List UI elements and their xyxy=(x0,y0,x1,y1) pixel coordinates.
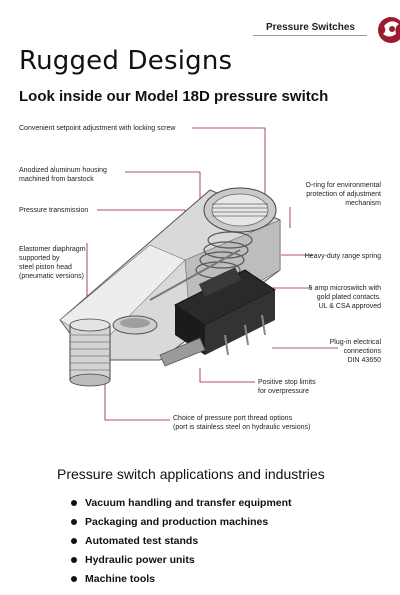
page-subtitle: Look inside our Model 18D pressure switc… xyxy=(19,88,329,105)
callout-housing: Anodized aluminum housing machined from … xyxy=(19,167,107,183)
brand-logo-icon xyxy=(378,17,400,43)
adjustment-cap xyxy=(203,187,277,233)
microswitch xyxy=(174,267,276,355)
callout-transmission: Pressure transmission xyxy=(19,207,89,214)
plug-pins xyxy=(224,314,266,356)
list-item: Automated test stands xyxy=(71,534,292,553)
callout-oring: O-ring for environmental protection of a… xyxy=(305,182,381,207)
callout-plug: Plug-in electrical connections DIN 43650 xyxy=(329,339,381,364)
callout-positive-stop: Positive stop limits for overpressure xyxy=(258,379,316,395)
page-title: Rugged Designs xyxy=(19,46,233,76)
overpressure-stop xyxy=(159,337,206,367)
pressure-port xyxy=(69,318,111,387)
callout-spring: Heavy-duty range spring xyxy=(304,253,381,260)
page-header xyxy=(0,17,372,36)
list-item: Machine tools xyxy=(71,572,292,591)
applications-list: Vacuum handling and transfer equipment P… xyxy=(71,496,292,591)
callout-diaphragm: Elastomer diaphragm supported by steel p… xyxy=(19,246,86,280)
list-item: Packaging and production machines xyxy=(71,515,292,534)
piston-assembly xyxy=(112,249,241,335)
section-label: Pressure Switches xyxy=(266,22,355,33)
callout-thread-options: Choice of pressure port thread options (… xyxy=(173,415,311,431)
header-rule xyxy=(253,35,367,36)
pressure-switch-cutaway-illustration xyxy=(59,127,338,421)
list-item: Hydraulic power units xyxy=(71,553,292,572)
list-item: Vacuum handling and transfer equipment xyxy=(71,496,292,515)
callout-setpoint: Convenient setpoint adjustment with lock… xyxy=(19,125,176,132)
callout-microswitch: 5 amp microswitch with gold plated conta… xyxy=(308,285,381,310)
applications-heading: Pressure switch applications and industr… xyxy=(57,466,325,482)
